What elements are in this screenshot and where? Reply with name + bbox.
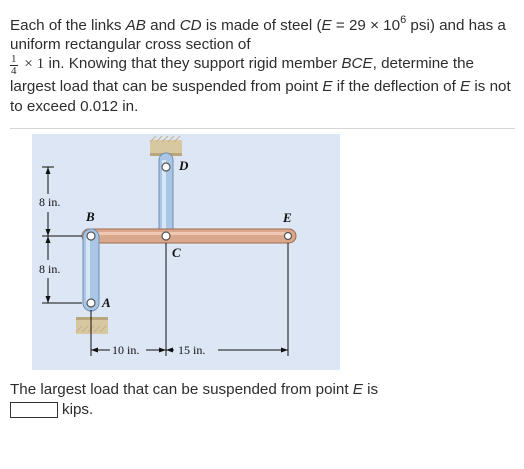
link-ab-name: AB (125, 17, 146, 34)
point-e-name: E (460, 78, 471, 96)
point-e-name: E (352, 381, 363, 398)
figure: D B C E A 8 in. 8 in. 10 in. 15 in. (32, 134, 340, 370)
label-c: C (172, 245, 181, 260)
problem-text: in. Knowing that they support rigid memb… (44, 55, 342, 73)
divider (10, 128, 515, 129)
fraction-numerator: 1 (10, 53, 18, 67)
answer-input[interactable] (10, 402, 58, 418)
point-e (283, 231, 293, 241)
label-e: E (282, 210, 292, 225)
link-ab (82, 228, 100, 312)
exponent: 6 (400, 14, 407, 26)
label-a: A (101, 295, 111, 310)
pin-a (86, 298, 96, 308)
answer-text: is (362, 381, 379, 398)
member-bce-name: BCE (341, 55, 373, 73)
mechanism-diagram: D B C E A 8 in. 8 in. 10 in. 15 in. (32, 134, 340, 370)
answer-row: kips. (10, 401, 93, 419)
problem-text: , determine the largest load that can be… (10, 55, 474, 96)
cross-section-dims: × 1 (20, 55, 45, 73)
answer-unit: kips. (62, 401, 94, 418)
problem-text: if the deflection of (332, 78, 461, 96)
problem-text: is not to exceed 0.012 in. (10, 78, 511, 115)
pin-d (161, 162, 171, 172)
answer-text: The largest load that can be suspended f… (10, 381, 353, 398)
dim-ce: 15 in. (178, 343, 205, 357)
label-b: B (85, 209, 95, 224)
problem-statement: Each of the links AB and CD is made of s… (10, 14, 515, 116)
label-d: D (178, 158, 189, 173)
problem-text: psi) and has a uniform rectangular cross… (10, 17, 506, 54)
problem-text: = 29 × 10 (331, 17, 401, 34)
pin-c (161, 231, 171, 241)
fraction-denominator: 4 (11, 65, 17, 78)
point-e-name: E (322, 78, 333, 96)
answer-prompt: The largest load that can be suspended f… (10, 380, 378, 399)
problem-text: is made of steel ( (201, 17, 322, 34)
problem-text: Each of the links (10, 17, 126, 34)
modulus-symbol: E (321, 17, 332, 34)
dim-bc: 10 in. (112, 343, 139, 357)
vertical-arrowheads (45, 167, 51, 303)
bottom-support (75, 317, 108, 334)
member-bce (81, 228, 297, 244)
pin-b (86, 231, 96, 241)
link-cd-name: CD (179, 17, 202, 34)
dim-lower: 8 in. (39, 262, 60, 276)
link-cd (158, 152, 174, 240)
dim-upper: 8 in. (39, 195, 60, 209)
problem-text: and (145, 17, 180, 34)
horizontal-arrowheads (91, 347, 288, 353)
